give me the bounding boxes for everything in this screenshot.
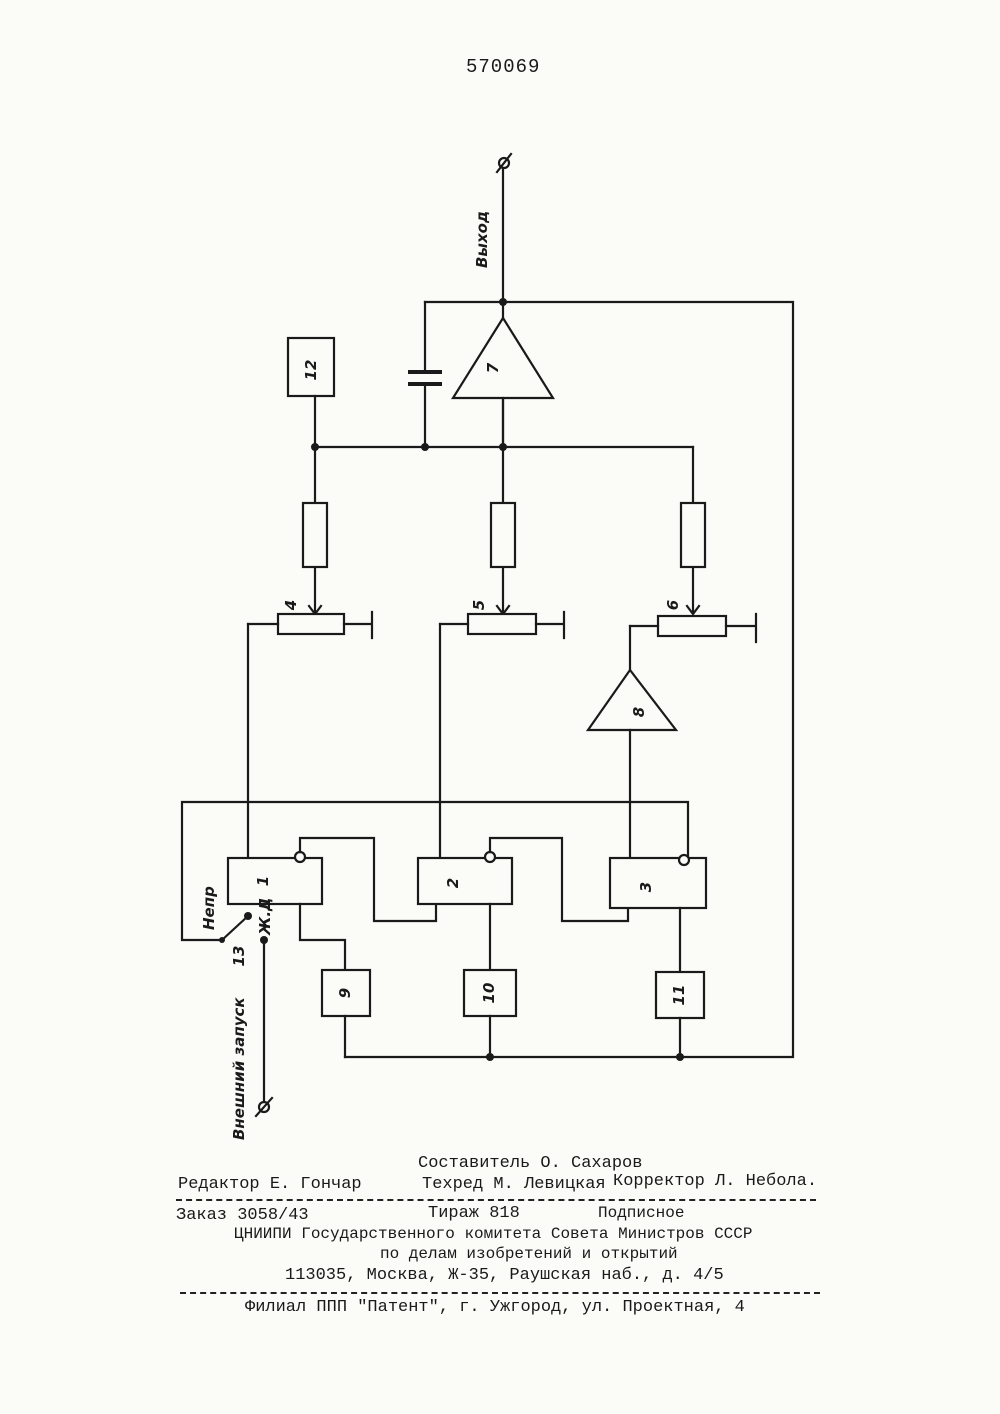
svg-text:13: 13: [230, 946, 248, 967]
svg-text:3: 3: [637, 882, 655, 892]
svg-text:11: 11: [670, 985, 688, 1006]
svg-text:5: 5: [470, 600, 488, 610]
svg-text:1: 1: [254, 876, 272, 886]
svg-text:2: 2: [444, 878, 462, 888]
divider-bottom: [180, 1292, 820, 1294]
editor: Редактор Е. Гончар: [178, 1175, 362, 1194]
svg-text:12: 12: [302, 360, 320, 381]
external-trigger-label: Внешний запуск: [230, 997, 248, 1140]
output-label: Выход: [473, 211, 491, 268]
potentiometer-5: [468, 614, 536, 634]
corrector: Корректор Л. Небола.: [613, 1172, 817, 1191]
switch-13: [222, 916, 248, 940]
amplifier-7: [453, 318, 553, 398]
svg-text:7: 7: [484, 362, 502, 373]
divider-top: [176, 1199, 816, 1201]
amplifier-8: [588, 670, 676, 730]
resistor-a: [303, 503, 327, 567]
svg-text:4: 4: [282, 600, 300, 611]
org-line-2: по делам изобретений и открытий: [380, 1245, 678, 1263]
potentiometer-4: [278, 614, 344, 634]
flip-flop-3: [610, 858, 706, 908]
address: 113035, Москва, Ж-35, Раушская наб., д. …: [285, 1266, 724, 1285]
svg-text:9: 9: [336, 988, 354, 998]
svg-text:8: 8: [630, 707, 648, 717]
branch: Филиал ППП "Патент", г. Ужгород, ул. Про…: [245, 1298, 745, 1317]
compiler: Составитель О. Сахаров: [418, 1154, 642, 1173]
mode-continuous-label: Непр: [200, 886, 218, 930]
resistor-b: [491, 503, 515, 567]
svg-text:6: 6: [664, 600, 682, 610]
circulation: Тираж 818: [428, 1204, 520, 1223]
circuit-diagram: Выход 7 12 4 5 6 8 1: [0, 0, 1000, 1140]
potentiometer-6: [658, 616, 726, 636]
flip-flop-2: [418, 858, 512, 904]
feedback-wire: [345, 302, 793, 1057]
mode-standby-label: Ж.Д: [256, 898, 274, 936]
order: Заказ 3058/43: [176, 1206, 309, 1225]
subscription: Подписное: [598, 1204, 684, 1222]
org-line-1: ЦНИИПИ Государственного комитета Совета …: [234, 1225, 752, 1243]
tech-editor: Техред М. Левицкая: [422, 1175, 606, 1194]
resistor-c: [681, 503, 705, 567]
svg-text:10: 10: [480, 983, 498, 1004]
flip-flop-1: [228, 858, 322, 904]
